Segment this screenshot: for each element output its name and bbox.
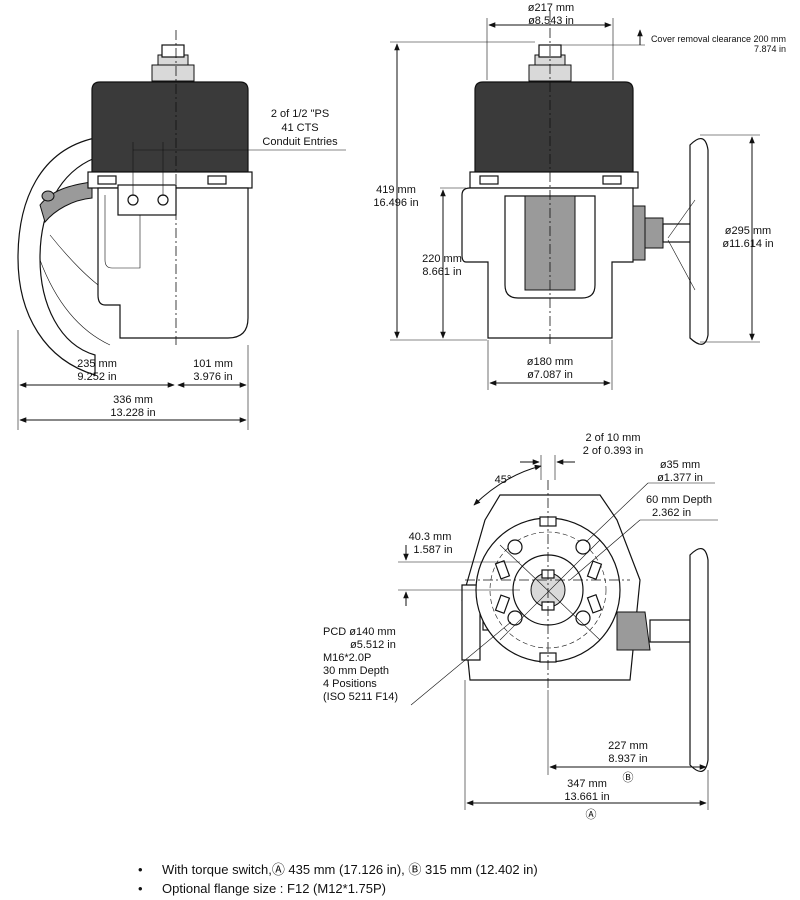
cover-clearance-in: 7.874 in xyxy=(754,44,786,54)
front-view: ø217 mm ø8.543 in Cover removal clearanc… xyxy=(373,2,786,390)
pcd-line-3: M16*2.0P xyxy=(323,652,371,664)
dim-235-in: 9.252 in xyxy=(77,371,116,383)
bullet-icon: • xyxy=(138,881,143,896)
angle-45-label: 45° xyxy=(495,474,512,486)
dim-35-in: ø1.377 in xyxy=(657,472,703,484)
dim-419-in: 16.496 in xyxy=(373,197,418,209)
dim-101-in: 3.976 in xyxy=(193,371,232,383)
notes-list: • With torque switch,Ⓐ 435 mm (17.126 in)… xyxy=(138,860,538,898)
bottom-handwheel xyxy=(689,548,709,772)
bolt-hole-4 xyxy=(575,610,591,626)
note-item: • With torque switch,Ⓐ 435 mm (17.126 in)… xyxy=(138,860,538,879)
dim-40-in: 1.587 in xyxy=(413,544,452,556)
bolt-hole-2 xyxy=(575,539,591,555)
dim-295-mm: ø295 mm xyxy=(725,225,771,237)
bolt-hole-1 xyxy=(507,539,523,555)
dim-180-mm: ø180 mm xyxy=(527,356,573,368)
dim-key-mm: 2 of 10 mm xyxy=(585,432,640,444)
dim-235-mm: 235 mm xyxy=(77,358,117,370)
dim-419-mm: 419 mm xyxy=(376,184,416,196)
front-cover xyxy=(474,81,634,173)
dim-336-in: 13.228 in xyxy=(110,407,155,419)
dim-227-in: 8.937 in xyxy=(608,753,647,765)
dim-35-mm: ø35 mm xyxy=(660,459,700,471)
conduit-label-3: Conduit Entries xyxy=(262,136,338,148)
dim-336-mm: 336 mm xyxy=(113,394,153,406)
bottom-view: 45° 2 of 10 mm 2 of 0.393 in ø35 mm ø1.3… xyxy=(323,432,718,821)
note-item: • Optional flange size : F12 (M12*1.75P) xyxy=(138,879,538,898)
conduit-entry-1 xyxy=(127,194,139,206)
dim-217-in: ø8.543 in xyxy=(528,15,574,27)
dim-220-in: 8.661 in xyxy=(422,266,461,278)
pcd-line-4: 30 mm Depth xyxy=(323,665,389,677)
conduit-entry-2 xyxy=(157,194,169,206)
note-text: With torque switch,Ⓐ 435 mm (17.126 in),… xyxy=(162,862,538,877)
marker-b: Ⓑ xyxy=(623,771,634,784)
side-cover xyxy=(91,81,249,173)
dim-101-mm: 101 mm xyxy=(193,358,233,370)
dim-key-in: 2 of 0.393 in xyxy=(583,445,644,457)
pcd-line-1: PCD ø140 mm xyxy=(323,626,396,638)
depth-60-mm: 60 mm Depth xyxy=(646,494,712,506)
dim-347-in: 13.661 in xyxy=(564,791,609,803)
dim-295-in: ø11.614 in xyxy=(722,238,773,250)
dim-40-mm: 40.3 mm xyxy=(409,531,452,543)
dim-217-mm: ø217 mm xyxy=(528,2,574,14)
dim-220-mm: 220 mm xyxy=(422,253,462,265)
depth-60-in: 2.362 in xyxy=(652,507,691,519)
pcd-line-6: (ISO 5211 F14) xyxy=(323,691,398,703)
side-view: 2 of 1/2 "PS 41 CTS Conduit Entries 235 … xyxy=(17,30,346,430)
bullet-icon: • xyxy=(138,862,143,877)
conduit-label-1: 2 of 1/2 "PS xyxy=(271,108,329,120)
pcd-line-2: ø5.512 in xyxy=(350,639,396,651)
dim-180-in: ø7.087 in xyxy=(527,369,573,381)
cover-clearance-label: Cover removal clearance 200 mm xyxy=(651,34,786,44)
marker-a: Ⓐ xyxy=(586,808,597,821)
conduit-label-2: 41 CTS xyxy=(281,122,318,134)
side-handwheel xyxy=(17,137,96,376)
pcd-line-5: 4 Positions xyxy=(323,678,377,690)
dim-347-mm: 347 mm xyxy=(567,778,607,790)
front-handwheel xyxy=(689,138,709,345)
note-text: Optional flange size : F12 (M12*1.75P) xyxy=(162,881,387,896)
dim-227-mm: 227 mm xyxy=(608,740,648,752)
